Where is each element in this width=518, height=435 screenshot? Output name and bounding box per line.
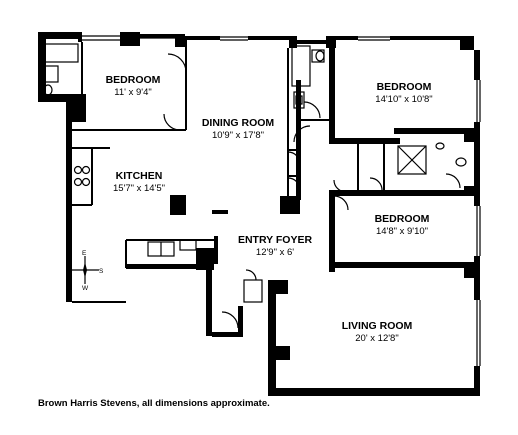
compass-e: E <box>82 250 87 257</box>
bedroom3-name: BEDROOM <box>375 213 430 225</box>
compass-rose-icon: N S E W <box>66 250 104 292</box>
credit-text: Brown Harris Stevens, all dimensions app… <box>38 398 270 409</box>
doors <box>163 53 461 329</box>
kitchen-dims: 15'7" x 14'5" <box>113 183 165 194</box>
bedroom2-name: BEDROOM <box>377 81 432 93</box>
compass-w: W <box>82 285 89 292</box>
living-dims: 20' x 12'8" <box>355 333 398 344</box>
bedroom3-dims: 14'8" x 9'10" <box>376 226 428 237</box>
compass-n: N <box>66 268 71 275</box>
fixtures <box>43 50 467 187</box>
walls <box>38 32 480 396</box>
bedroom1-name: BEDROOM <box>106 74 161 86</box>
kitchen-name: KITCHEN <box>116 170 163 182</box>
foyer-name: ENTRY FOYER <box>238 234 313 246</box>
bedroom2-dims: 14'10" x 10'8" <box>375 94 432 105</box>
dining-dims: 10'9" x 17'8" <box>212 130 264 141</box>
stove-burner <box>73 165 83 175</box>
partitions <box>41 35 481 366</box>
compass-s: S <box>99 268 104 275</box>
stove-burner <box>73 177 83 187</box>
room-labels: BEDROOM 11' x 9'4" DINING ROOM 10'9" x 1… <box>106 74 433 344</box>
living-name: LIVING ROOM <box>342 320 413 332</box>
foyer-dims: 12'9" x 6' <box>256 247 294 258</box>
dining-name: DINING ROOM <box>202 117 275 129</box>
stove-burner <box>81 165 91 175</box>
bedroom1-dims: 11' x 9'4" <box>114 87 151 98</box>
stove-burner <box>81 177 91 187</box>
